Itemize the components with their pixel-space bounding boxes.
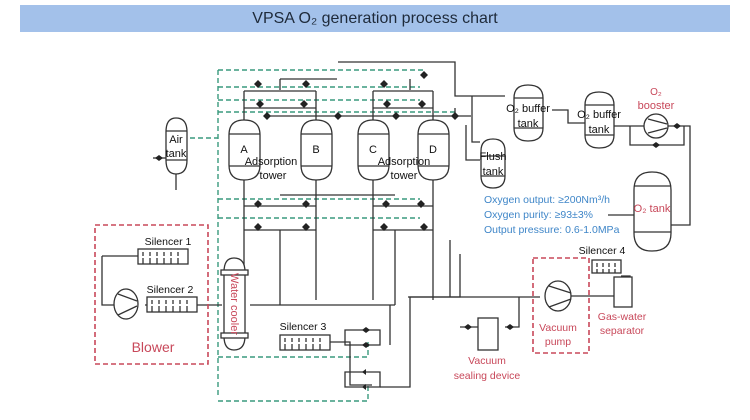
tower-b-id: B bbox=[312, 144, 319, 156]
o2-booster-label-1: O₂ bbox=[650, 87, 662, 98]
gas-water-separator-label-2: separator bbox=[600, 325, 645, 337]
o2-buffer-tank-2-label-2: tank bbox=[589, 124, 610, 136]
spec-oxygen-output: Oxygen output: ≥200Nm³/h bbox=[484, 194, 610, 206]
o2-booster: O₂ booster bbox=[638, 87, 675, 139]
vacuum-sealing-device: Vacuum sealing device bbox=[454, 317, 521, 382]
silencer-1: Silencer 1 bbox=[137, 236, 192, 265]
vacuum-sealing-label-2: sealing device bbox=[454, 370, 521, 382]
valve-icon bbox=[420, 223, 428, 231]
silencer-3: Silencer 3 bbox=[279, 321, 331, 351]
valve-icon bbox=[254, 223, 262, 231]
valve-icon bbox=[254, 80, 262, 88]
spec-block: Oxygen output: ≥200Nm³/h Oxygen purity: … bbox=[484, 194, 620, 236]
valve-icon bbox=[418, 100, 426, 108]
valve-icon bbox=[302, 200, 310, 208]
valve-icon bbox=[302, 80, 310, 88]
adsorption-label-2-line2: tower bbox=[391, 170, 418, 182]
valve-icon bbox=[392, 112, 400, 120]
flush-tank-label-1: Flush bbox=[480, 151, 507, 163]
o2-buffer-tank-2-label-1: O₂ buffer bbox=[577, 109, 621, 121]
valve-icon bbox=[673, 123, 681, 129]
valve-icon bbox=[464, 324, 472, 330]
valves bbox=[155, 71, 681, 390]
tower-c-id: C bbox=[369, 144, 377, 156]
air-tank: Air tank bbox=[165, 117, 188, 175]
control-lines bbox=[190, 69, 455, 402]
silencer-2-label: Silencer 2 bbox=[147, 284, 194, 296]
o2-tank-label: O₂ tank bbox=[634, 203, 671, 215]
air-tank-label-1: Air bbox=[169, 134, 183, 146]
valve-icon bbox=[334, 112, 342, 120]
silencer-4: Silencer 4 bbox=[579, 245, 626, 274]
valve-icon bbox=[263, 112, 271, 120]
adsorption-label-1-line2: tower bbox=[260, 170, 287, 182]
air-tank-label-2: tank bbox=[166, 148, 187, 160]
valve-icon bbox=[256, 100, 264, 108]
vacuum-pump-label-1: Vacuum bbox=[539, 322, 577, 334]
vacuum-sealing-label-1: Vacuum bbox=[468, 355, 506, 367]
tower-b: B bbox=[300, 119, 333, 181]
silencer-1-label: Silencer 1 bbox=[145, 236, 192, 248]
o2-buffer-tank-1-label-1: O₂ buffer bbox=[506, 103, 550, 115]
blower-icon bbox=[113, 288, 139, 320]
adsorption-label-2-line1: Adsorption bbox=[378, 156, 431, 168]
o2-buffer-tank-1: O₂ buffer tank bbox=[506, 84, 550, 142]
silencer-3-label: Silencer 3 bbox=[280, 321, 327, 333]
flush-tank-label-2: tank bbox=[483, 166, 504, 178]
valve-icon bbox=[362, 327, 370, 333]
valve-icon bbox=[420, 71, 428, 79]
o2-booster-label-2: booster bbox=[638, 100, 675, 112]
o2-buffer-tank-1-label-2: tank bbox=[518, 118, 539, 130]
blower-box bbox=[94, 224, 209, 365]
tower-a: A bbox=[228, 119, 261, 181]
vacuum-pump: Vacuum pump bbox=[539, 280, 577, 348]
flush-tank: Flush tank bbox=[480, 138, 507, 189]
valve-icon bbox=[155, 155, 163, 161]
o2-buffer-tank-2: O₂ buffer tank bbox=[577, 91, 621, 149]
tower-c: C bbox=[357, 119, 390, 181]
valve-icon bbox=[380, 223, 388, 231]
valve-icon bbox=[254, 200, 262, 208]
valve-icon bbox=[417, 200, 425, 208]
gas-water-separator-label-1: Gas-water bbox=[598, 311, 647, 323]
valve-icon bbox=[382, 200, 390, 208]
valve-icon bbox=[380, 80, 388, 88]
silencer-2: Silencer 2 bbox=[146, 284, 198, 313]
silencer-4-label: Silencer 4 bbox=[579, 245, 626, 257]
tower-a-id: A bbox=[240, 144, 248, 156]
adsorption-label-1-line1: Adsorption bbox=[245, 156, 298, 168]
valve-icon bbox=[451, 112, 459, 120]
vacuum-pump-box bbox=[532, 257, 590, 354]
water-cooler-label: Water cooler bbox=[228, 273, 240, 335]
valve-icon bbox=[383, 100, 391, 108]
spec-oxygen-purity: Oxygen purity: ≥93±3% bbox=[484, 209, 593, 221]
water-cooler: Water cooler bbox=[220, 257, 249, 351]
tower-d-id: D bbox=[429, 144, 437, 156]
valve-icon bbox=[652, 142, 660, 148]
spec-output-pressure: Output pressure: 0.6-1.0MPa bbox=[484, 224, 620, 236]
gas-water-separator: Gas-water separator bbox=[598, 276, 647, 337]
valve-icon bbox=[506, 324, 514, 330]
valve-icon bbox=[362, 369, 366, 390]
blower-label: Blower bbox=[132, 339, 175, 355]
valve-icon bbox=[302, 223, 310, 231]
o2-tank: O₂ tank bbox=[633, 171, 672, 252]
title-bar: VPSA O₂ generation process chart bbox=[20, 5, 730, 32]
tower-d: D bbox=[417, 119, 450, 181]
valve-icon bbox=[300, 100, 308, 108]
page-title: VPSA O₂ generation process chart bbox=[252, 9, 498, 27]
vacuum-pump-label-2: pump bbox=[545, 336, 571, 348]
valve-icon bbox=[362, 342, 370, 348]
